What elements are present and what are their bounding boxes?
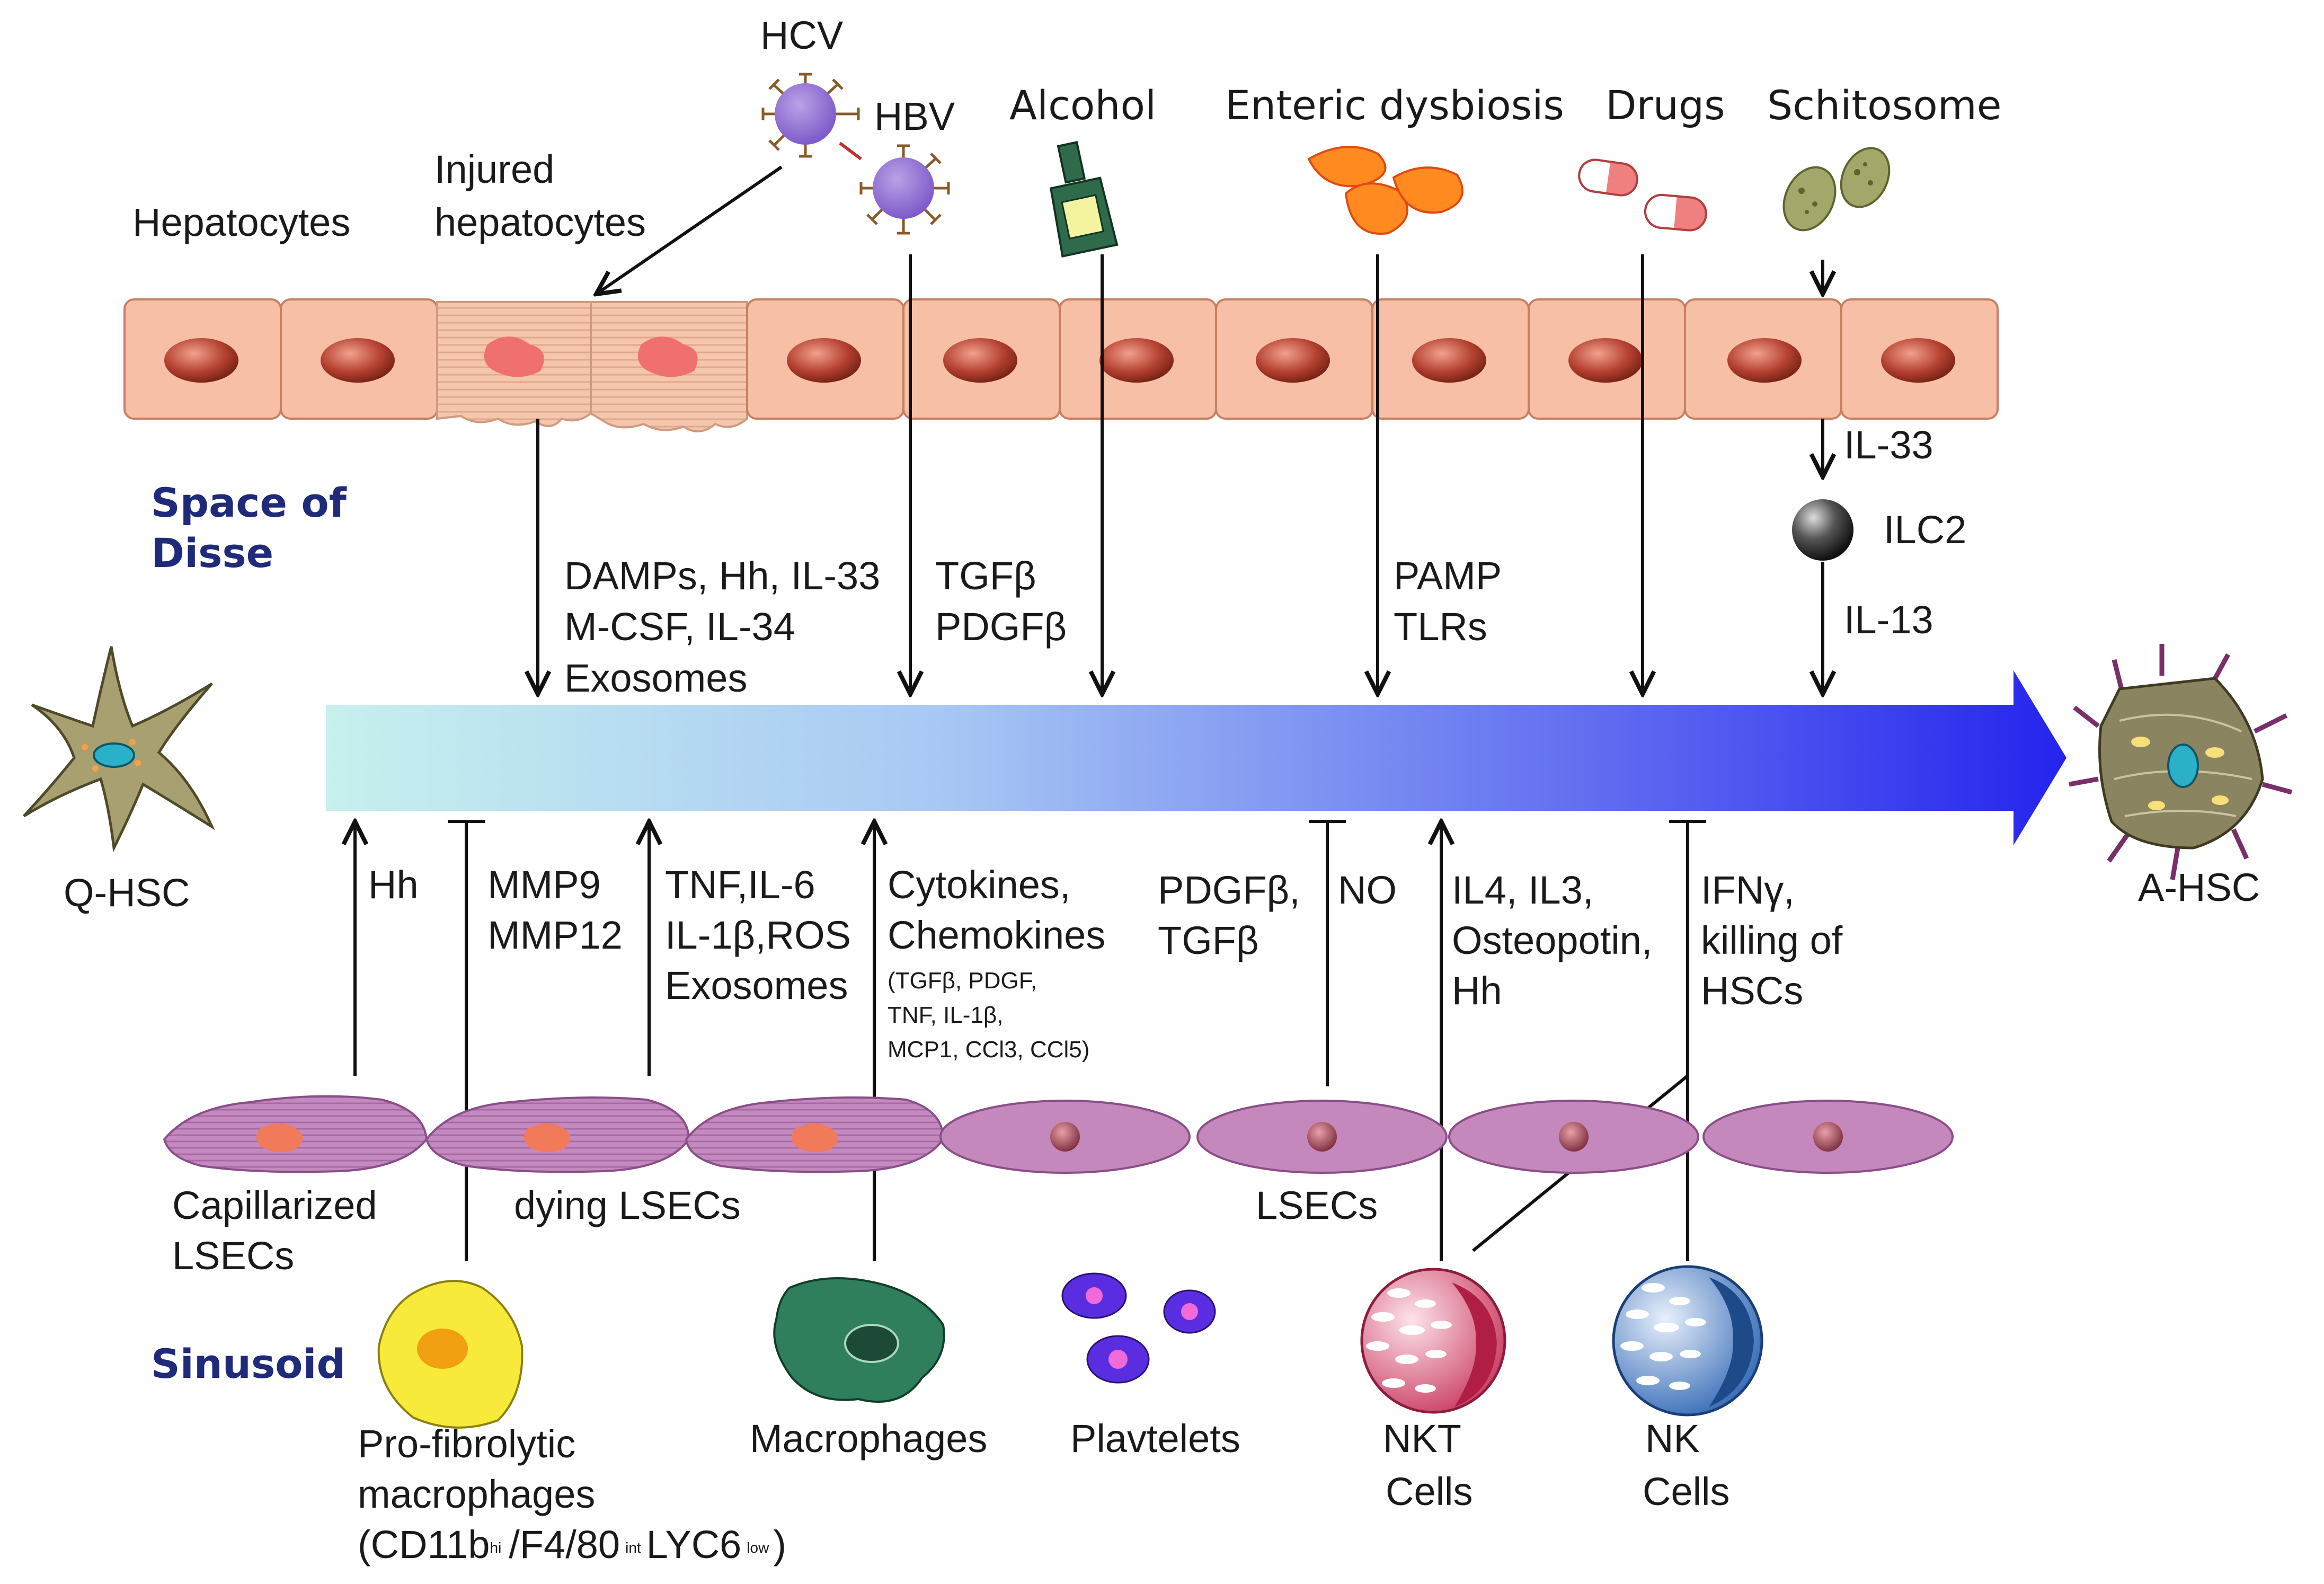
mmp-label-2: MMP12: [487, 913, 623, 957]
injured-hepatocytes-label-2: hepatocytes: [434, 200, 646, 244]
lsec-layer: [163, 1095, 1954, 1174]
hepatocyte-nucleus: [1099, 338, 1174, 383]
tnf-label-2: IL-1β,ROS: [665, 913, 851, 957]
il4-label-3: Hh: [1452, 969, 1502, 1013]
tnf-label-1: TNF,IL-6: [665, 863, 815, 907]
top-down-arrows: [538, 254, 1823, 694]
dying-lsecs-label: dying LSECs: [514, 1183, 741, 1227]
hepatocyte-nucleus: [943, 338, 1017, 383]
il33-label: IL-33: [1844, 423, 1933, 467]
pdgf-label-2: TGFβ: [1158, 918, 1259, 962]
hepatocyte-nucleus: [787, 338, 861, 383]
hsc-activation-arrow: [326, 670, 2066, 845]
hcv-hbv-link: [839, 141, 862, 161]
hcv-virus-icon: [761, 73, 860, 158]
q-hsc-label: Q-HSC: [64, 871, 190, 915]
schistosome-label: Schitosome: [1767, 82, 2002, 129]
il13-label: IL-13: [1844, 598, 1933, 642]
pro-fibrolytic-label-2: macrophages: [358, 1472, 595, 1516]
nkt-cell-icon: [1360, 1268, 1506, 1414]
il4-label-1: IL4, IL3,: [1452, 868, 1593, 912]
lsec-damaged-nucleus: [256, 1123, 303, 1152]
injured-hepatocytes-label-1: Injured: [434, 147, 554, 191]
lsecs-label: LSECs: [1256, 1183, 1378, 1227]
quiescent-hsc-icon: [23, 646, 215, 853]
ifn-label-2: killing of: [1701, 918, 1843, 962]
cytokines-label-4: TNF, IL-1β,: [888, 1002, 1003, 1028]
ifn-label-3: HSCs: [1701, 969, 1803, 1013]
hepatocyte-nucleus: [1568, 338, 1643, 383]
mmp-label-1: MMP9: [487, 863, 601, 907]
nk-cells-label-1: NK: [1645, 1417, 1700, 1461]
platelets-label: Plavtelets: [1070, 1417, 1240, 1461]
nk-cell-icon: [1612, 1265, 1763, 1417]
pamp-label-1: PAMP: [1394, 554, 1502, 598]
damps-label-1: DAMPs, Hh, IL-33: [564, 554, 880, 598]
alcohol-bottle-icon: [1049, 140, 1119, 258]
bottom-up-signals: [355, 821, 1706, 1261]
space-of-disse-label-1: Space of: [151, 479, 347, 526]
ifn-label-1: IFNγ,: [1701, 868, 1795, 912]
cytokines-label-2: Chemokines: [888, 913, 1105, 957]
bacteria-icon: [1307, 146, 1463, 235]
lsec-nucleus: [1050, 1122, 1080, 1152]
cytokines-label-1: Cytokines,: [888, 863, 1070, 907]
macrophage-nucleus: [417, 1329, 468, 1369]
activated-hsc-icon: [2069, 644, 2293, 880]
hepatocyte-nucleus: [1727, 338, 1802, 383]
nk-cells-label-2: Cells: [1643, 1470, 1729, 1514]
alcohol-label: Alcohol: [1009, 82, 1156, 129]
hbv-label: HBV: [874, 94, 955, 138]
lsec-nucleus: [1307, 1122, 1337, 1152]
lsec-damaged-nucleus: [524, 1123, 571, 1152]
cytokines-label-5: MCP1, CCl3, CCl5): [888, 1037, 1089, 1063]
hepatocyte-nucleus: [1256, 338, 1330, 383]
nkt-cells-label-2: Cells: [1386, 1470, 1473, 1514]
hh-label: Hh: [368, 863, 419, 907]
hepatocyte-nucleus: [1881, 338, 1955, 383]
sinusoid-label: Sinusoid: [151, 1340, 345, 1387]
injured-nucleus: [484, 337, 544, 377]
lsec-nucleus: [1813, 1122, 1843, 1152]
il4-label-2: Osteopotin,: [1452, 918, 1652, 962]
capillarized-lsecs-label-2: LSECs: [172, 1234, 294, 1278]
hepatocyte-layer: [123, 298, 1999, 432]
hcv-label: HCV: [760, 13, 844, 57]
drugs-label: Drugs: [1605, 82, 1725, 129]
macrophage-nucleus: [844, 1324, 899, 1363]
injured-nucleus: [637, 337, 698, 377]
dysbiosis-label: Enteric dysbiosis: [1225, 82, 1564, 129]
a-hsc-label: A-HSC: [2138, 865, 2260, 909]
hepatocyte-nucleus: [1412, 338, 1486, 383]
pamp-label-2: TLRs: [1394, 605, 1487, 649]
tgf-label-1: TGFβ: [935, 554, 1036, 598]
lsec-damaged-nucleus: [791, 1123, 838, 1152]
virus-injury-arrow: [596, 165, 783, 294]
platelets-icon: [1061, 1272, 1216, 1384]
space-of-disse-label-2: Disse: [151, 529, 273, 577]
damps-label-3: Exosomes: [564, 656, 747, 700]
damps-label-2: M-CSF, IL-34: [564, 605, 795, 649]
ilc2-cell-icon: [1792, 499, 1853, 561]
nkt-cells-label-1: NKT: [1383, 1417, 1461, 1461]
capillarized-lsecs-label-1: Capillarized: [172, 1183, 377, 1227]
cytokines-label-3: (TGFβ, PDGF,: [888, 968, 1037, 994]
pro-fibrolytic-label-1: Pro-fibrolytic: [358, 1422, 575, 1466]
hepatocyte-nucleus: [321, 338, 395, 383]
hepatocyte-nucleus: [164, 338, 238, 383]
schistosome-eggs-icon: [1782, 147, 1891, 232]
pdgf-label-1: PDGFβ,: [1158, 868, 1300, 912]
macrophages-label: Macrophages: [750, 1417, 987, 1461]
tnf-label-3: Exosomes: [665, 963, 848, 1007]
tgf-label-2: PDGFβ: [935, 605, 1067, 649]
no-label: NO: [1338, 868, 1397, 912]
ilc2-label: ILC2: [1884, 508, 1966, 552]
pills-icon: [1578, 158, 1707, 232]
lsec-nucleus: [1559, 1122, 1589, 1152]
hepatocytes-label: Hepatocytes: [132, 200, 350, 244]
hbv-virus-icon: [859, 144, 950, 235]
